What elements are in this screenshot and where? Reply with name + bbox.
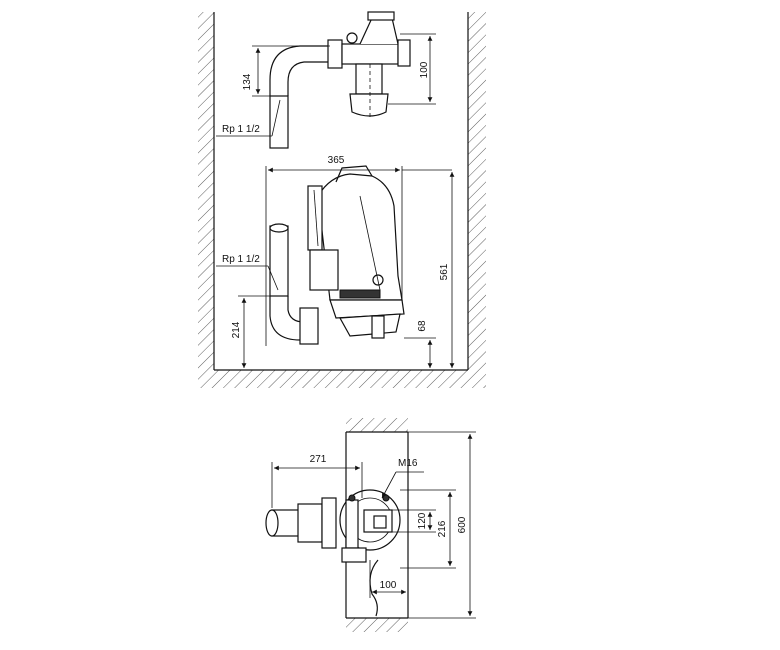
mid-dim-365-label: 365 (328, 155, 345, 166)
mid-thread-label: Rp 1 1/2 (222, 254, 260, 265)
bot-dim-100-label: 100 (380, 580, 397, 591)
plan-dimensions (271, 431, 476, 619)
top-dim-134-label: 134 (242, 73, 253, 90)
mid-dim-68-label: 68 (417, 320, 428, 332)
top-pipe-detail (269, 11, 411, 149)
top-thread-label: Rp 1 1/2 (222, 124, 260, 135)
mid-dim-214-label: 214 (231, 321, 242, 338)
top-dimensions (216, 33, 436, 137)
bot-bolt-label: M16 (398, 458, 418, 469)
pump-plan-view (265, 489, 401, 617)
bot-dim-120-label: 120 (417, 512, 428, 529)
middle-dimensions (216, 166, 455, 368)
pit-walls (198, 12, 486, 388)
bot-dim-600-label: 600 (457, 516, 468, 533)
bot-dim-216-label: 216 (437, 520, 448, 537)
mid-dim-561-label: 561 (439, 263, 450, 280)
pump-side-view (269, 165, 405, 345)
top-dim-100-label: 100 (419, 61, 430, 78)
bot-dim-271-label: 271 (310, 454, 327, 465)
